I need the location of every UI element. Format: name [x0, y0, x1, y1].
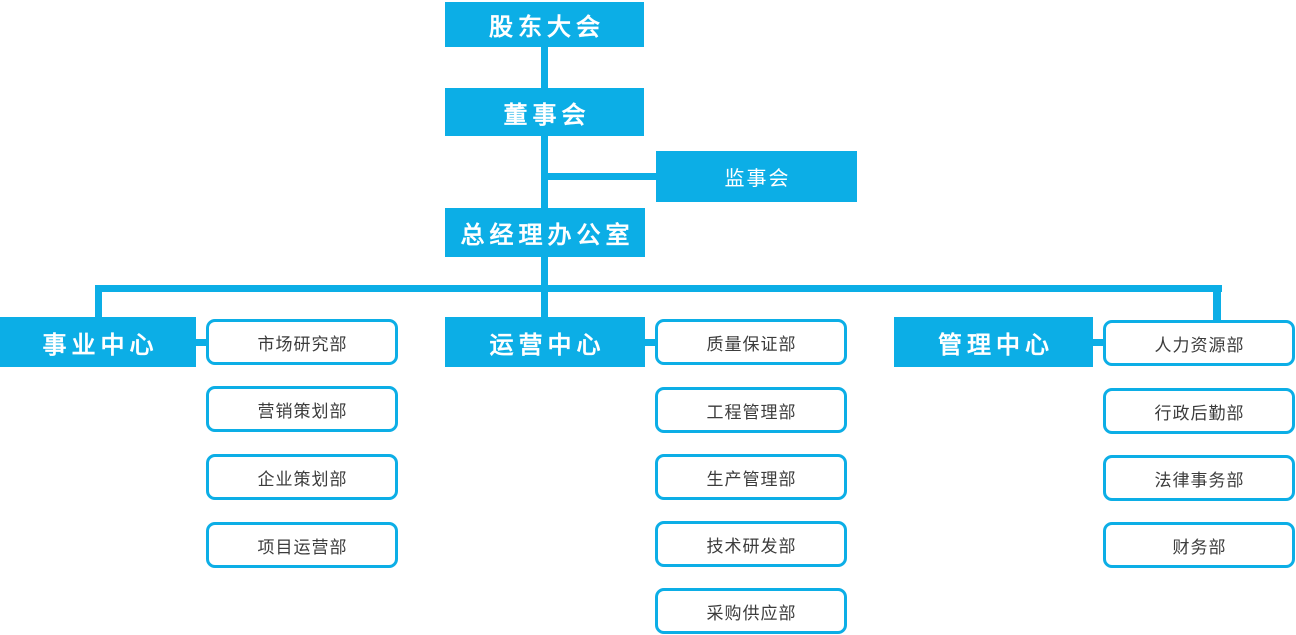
dept-finance: 财务部 — [1103, 522, 1295, 568]
dept-legal-affairs: 法律事务部 — [1103, 455, 1295, 501]
node-board-of-directors: 董事会 — [445, 88, 644, 136]
dept-market-research: 市场研究部 — [206, 319, 398, 365]
dept-admin-logistics: 行政后勤部 — [1103, 388, 1295, 434]
dept-quality-assurance: 质量保证部 — [655, 319, 847, 365]
node-operations-center: 运营中心 — [445, 317, 645, 367]
dept-marketing-planning: 营销策划部 — [206, 386, 398, 432]
connector-gm-main — [541, 257, 548, 286]
connector-board-gm — [541, 136, 548, 208]
dept-engineering-management: 工程管理部 — [655, 387, 847, 433]
dept-human-resources: 人力资源部 — [1103, 320, 1295, 366]
node-shareholders-meeting: 股东大会 — [445, 2, 644, 47]
dept-procurement-supply: 采购供应部 — [655, 588, 847, 634]
connector-management-depts — [1093, 339, 1103, 346]
main-branch-line — [95, 285, 1222, 292]
dept-tech-rnd: 技术研发部 — [655, 521, 847, 567]
dept-enterprise-planning: 企业策划部 — [206, 454, 398, 500]
drop-operations-center — [541, 292, 548, 317]
connector-shareholders-board — [541, 47, 548, 88]
drop-management-center — [1213, 292, 1221, 320]
dept-project-operations: 项目运营部 — [206, 522, 398, 568]
connector-business-depts — [196, 339, 206, 346]
node-management-center: 管理中心 — [894, 317, 1093, 367]
node-gm-office: 总经理办公室 — [445, 208, 645, 257]
connector-operations-depts — [645, 339, 655, 346]
node-supervisory-board: 监事会 — [656, 151, 857, 202]
drop-business-center — [95, 292, 102, 317]
node-business-center: 事业中心 — [0, 317, 196, 367]
dept-production-management: 生产管理部 — [655, 454, 847, 500]
connector-board-supervisory — [541, 173, 656, 180]
